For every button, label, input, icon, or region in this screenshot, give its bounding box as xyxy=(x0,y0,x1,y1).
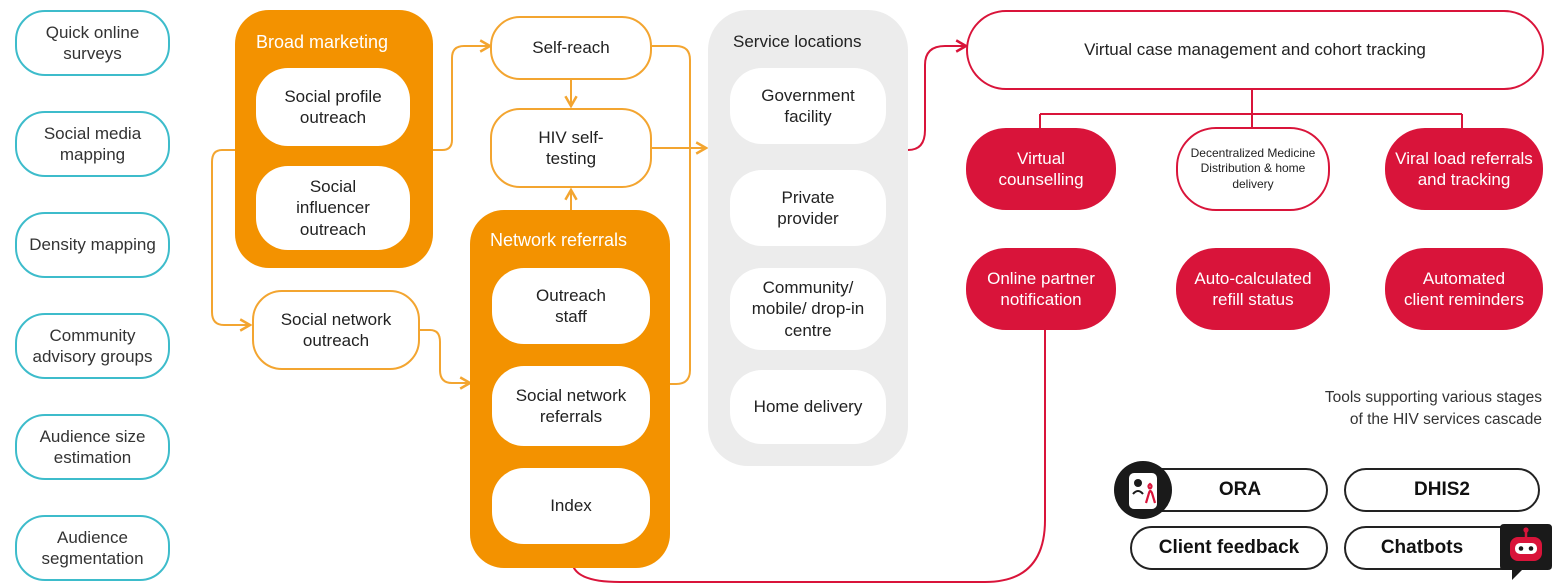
client-feedback-tool-label: Client feedback xyxy=(1158,537,1300,559)
broad-marketing-title: Broad marketing xyxy=(256,32,389,52)
virtual-counselling-box: Virtual counselling xyxy=(966,128,1116,210)
client-feedback-tool-pill: Client feedback xyxy=(1130,526,1328,570)
refill-status-label: Auto-calculated refill status xyxy=(1194,268,1312,309)
service-locations-title: Service locations xyxy=(733,32,862,51)
hiv-ribbon-person-icon xyxy=(1114,461,1172,519)
client-reminders-label: Automated client reminders xyxy=(1404,268,1524,309)
outreach-staff-label: Outreach staff xyxy=(536,285,606,326)
virtual-case-management-box: Virtual case management and cohort track… xyxy=(966,10,1544,90)
dhis2-tool-label: DHIS2 xyxy=(1414,479,1470,501)
social-influencer-outreach-label: Social influencer outreach xyxy=(296,177,370,239)
refill-status-box: Auto-calculated refill status xyxy=(1176,248,1330,330)
audience-size-estimation-label: Audience size estimation xyxy=(39,426,146,467)
audience-size-estimation-box: Audience size estimation xyxy=(15,414,170,480)
social-network-outreach-label: Social network outreach xyxy=(280,309,392,350)
social-media-mapping-box: Social media mapping xyxy=(15,111,170,177)
arrow-sno-to-network xyxy=(420,329,473,390)
chatbots-tool-label: Chatbots xyxy=(1380,537,1464,559)
social-profile-outreach-label: Social profile outreach xyxy=(284,86,382,127)
virtual-tree-line xyxy=(1039,90,1463,130)
hiv-self-testing-box: HIV self-testing xyxy=(490,108,652,188)
network-referrals-title: Network referrals xyxy=(490,230,628,250)
client-reminders-box: Automated client reminders xyxy=(1385,248,1543,330)
self-reach-box: Self-reach xyxy=(490,16,652,80)
private-provider-pill: Private provider xyxy=(730,170,886,246)
social-media-mapping-label: Social media mapping xyxy=(43,123,142,164)
social-network-referrals-pill: Social network referrals xyxy=(492,366,650,446)
index-label: Index xyxy=(550,496,592,516)
quick-online-surveys-box: Quick online surveys xyxy=(15,10,170,76)
arrow-services-to-virtual xyxy=(907,39,969,151)
private-provider-label: Private provider xyxy=(777,187,839,228)
online-partner-notification-label: Online partner notification xyxy=(987,268,1095,309)
home-delivery-label: Home delivery xyxy=(753,397,863,417)
medicine-distribution-label: Decentralized Medicine Distribution & ho… xyxy=(1190,145,1316,191)
robot-chat-icon xyxy=(1500,524,1552,580)
ora-tool-label: ORA xyxy=(1218,479,1262,501)
virtual-case-management-label: Virtual case management and cohort track… xyxy=(1084,40,1426,60)
audience-segmentation-label: Audience segmentation xyxy=(41,527,144,568)
online-partner-notification-box: Online partner notification xyxy=(966,248,1116,330)
arrow-self-reach-to-services xyxy=(652,45,691,385)
social-profile-outreach-pill: Social profile outreach xyxy=(256,68,410,146)
medicine-distribution-box: Decentralized Medicine Distribution & ho… xyxy=(1176,127,1330,211)
hiv-self-testing-label: HIV self-testing xyxy=(538,127,604,168)
arrow-broad-to-social-network xyxy=(211,149,253,332)
viral-load-label: Viral load referrals and tracking xyxy=(1395,148,1533,189)
self-reach-label: Self-reach xyxy=(532,38,610,58)
community-centre-label: Community/ mobile/ drop-in centre xyxy=(751,278,865,340)
social-network-referrals-label: Social network referrals xyxy=(515,385,627,426)
density-mapping-label: Density mapping xyxy=(29,235,156,255)
social-influencer-outreach-pill: Social influencer outreach xyxy=(256,166,410,250)
home-delivery-pill: Home delivery xyxy=(730,370,886,444)
density-mapping-box: Density mapping xyxy=(15,212,170,278)
virtual-counselling-label: Virtual counselling xyxy=(998,148,1084,189)
index-pill: Index xyxy=(492,468,650,544)
community-centre-pill: Community/ mobile/ drop-in centre xyxy=(730,268,886,350)
community-advisory-groups-label: Community advisory groups xyxy=(32,325,153,366)
arrow-online-to-index xyxy=(565,328,1046,583)
government-facility-label: Government facility xyxy=(761,85,855,126)
quick-online-surveys-label: Quick online surveys xyxy=(45,22,140,63)
government-facility-pill: Government facility xyxy=(730,68,886,144)
tools-caption-line1: Tools supporting various stages xyxy=(1324,389,1542,406)
viral-load-box: Viral load referrals and tracking xyxy=(1385,128,1543,210)
outreach-staff-pill: Outreach staff xyxy=(492,268,650,344)
tools-caption-line2: of the HIV services cascade xyxy=(1349,411,1542,429)
social-network-outreach-box: Social network outreach xyxy=(252,290,420,370)
dhis2-tool-pill: DHIS2 xyxy=(1344,468,1540,512)
tools-caption: Tools supporting various stages of the H… xyxy=(1180,387,1542,432)
community-advisory-groups-box: Community advisory groups xyxy=(15,313,170,379)
audience-segmentation-box: Audience segmentation xyxy=(15,515,170,581)
arrow-broad-to-self-reach xyxy=(432,39,493,151)
